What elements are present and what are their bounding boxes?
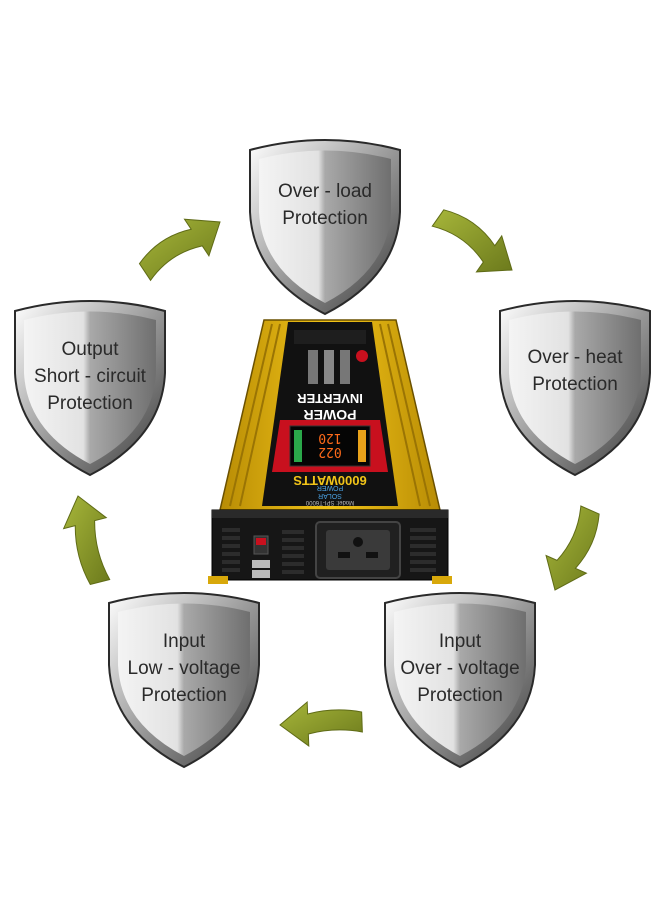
inverter-watts-label: 6000WATTS bbox=[293, 473, 367, 488]
shield-over-heat: Over - heat Protection bbox=[499, 300, 651, 476]
shield-text-line: Protection bbox=[417, 685, 503, 706]
arrow-overvoltage-to-lowvoltage bbox=[279, 700, 363, 747]
shield-text-line: Input bbox=[439, 631, 482, 652]
protection-shields: Over - load Protection Over - heat Prote… bbox=[14, 139, 651, 768]
shield-over-load: Over - load Protection bbox=[249, 139, 401, 315]
lcd-reading-top: 022 bbox=[318, 444, 341, 459]
inverter-title-inverter: INVERTER bbox=[297, 391, 363, 406]
power-inverter-image: POWER INVERTER 022 120 6000WATTS SOLAR P… bbox=[208, 319, 452, 584]
inverter-brand-solar: SOLAR bbox=[318, 492, 342, 499]
lcd-reading-bottom: 120 bbox=[318, 430, 341, 445]
inverter-lcd bbox=[289, 425, 371, 467]
shield-text-line: Over - voltage bbox=[400, 658, 519, 679]
shield-text-line: Over - heat bbox=[527, 347, 623, 368]
usb-port bbox=[252, 560, 270, 568]
arrow-lowvoltage-to-output bbox=[62, 495, 111, 586]
inverter-title-power: POWER bbox=[304, 407, 357, 423]
arrow-overload-to-overheat bbox=[431, 209, 513, 273]
shield-text-line: Protection bbox=[532, 374, 618, 395]
shield-text-line: Protection bbox=[47, 393, 133, 414]
shield-text-line: Protection bbox=[282, 208, 368, 229]
arrow-overheat-to-overvoltage bbox=[545, 505, 600, 591]
arrow-output-to-overload bbox=[138, 218, 221, 282]
shield-input-over-voltage: Input Over - voltage Protection bbox=[384, 592, 536, 768]
shield-text-line: Short - circuit bbox=[34, 366, 147, 387]
shield-text-line: Low - voltage bbox=[127, 658, 240, 679]
shield-text-line: Over - load bbox=[278, 181, 372, 202]
inverter-brand-power: POWER bbox=[317, 484, 343, 491]
shield-input-low-voltage: Input Low - voltage Protection bbox=[108, 592, 260, 768]
shield-text-line: Protection bbox=[141, 685, 227, 706]
shield-text-line: Input bbox=[163, 631, 206, 652]
cycle-arrows bbox=[62, 209, 600, 747]
shield-output-short-circuit: Output Short - circuit Protection bbox=[14, 300, 166, 476]
shield-text-line: Output bbox=[61, 339, 119, 360]
inverter-model-label: Model: SPI-T6000 bbox=[305, 499, 354, 505]
